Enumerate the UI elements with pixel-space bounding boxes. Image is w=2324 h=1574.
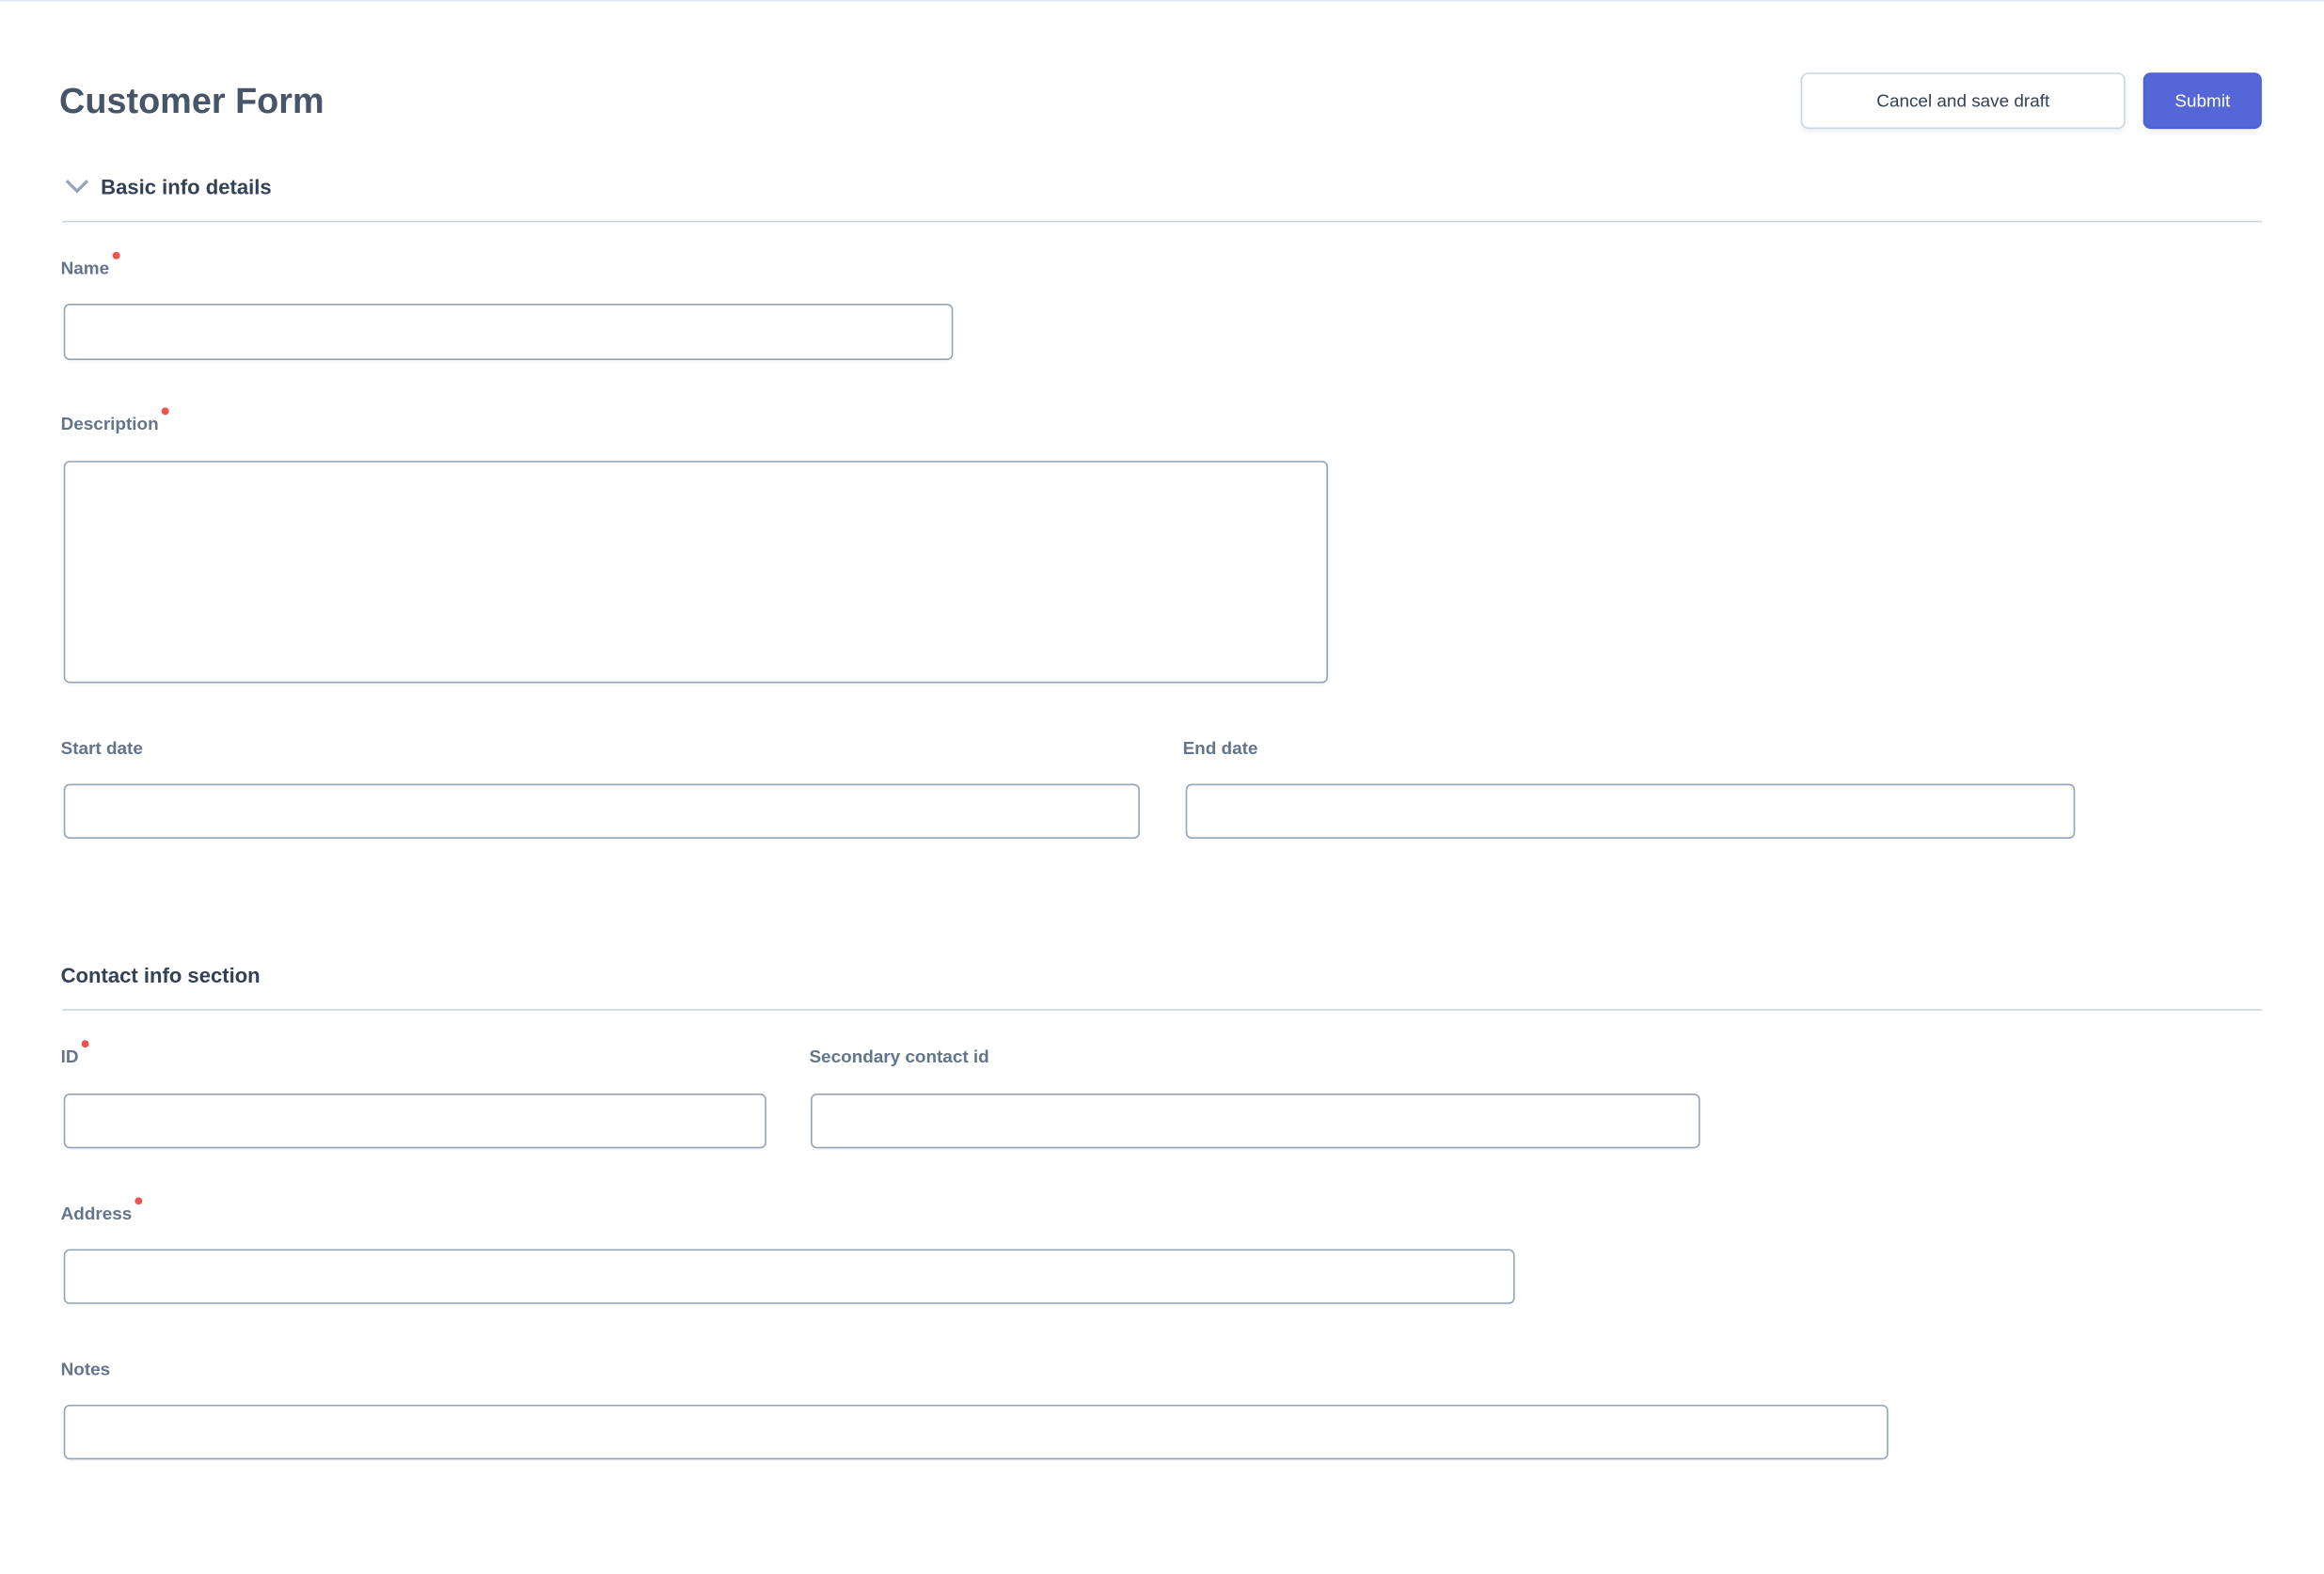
required-indicator	[134, 1197, 143, 1205]
notes-label: Notes	[60, 1359, 111, 1380]
page-title: Customer Form	[59, 81, 324, 122]
notes-input[interactable]	[63, 1404, 1889, 1460]
description-label: Description	[61, 407, 169, 434]
secondary-id-label: Secondary contact id	[809, 1046, 989, 1067]
end-date-input[interactable]	[1185, 783, 2076, 839]
name-label: Name	[61, 251, 120, 278]
section-divider	[62, 1009, 2262, 1011]
start-date-label: Start date	[60, 737, 143, 759]
start-date-input[interactable]	[63, 783, 1140, 839]
section-divider	[62, 220, 2262, 223]
address-label: Address	[61, 1197, 143, 1224]
secondary-id-input[interactable]	[811, 1094, 1700, 1149]
section-title-contact: Contact info section	[60, 963, 261, 987]
required-indicator	[112, 251, 120, 260]
description-textarea[interactable]	[63, 461, 1329, 684]
required-indicator	[161, 407, 169, 416]
chevron-down-icon[interactable]	[64, 178, 90, 196]
end-date-label: End date	[1182, 737, 1258, 759]
id-input[interactable]	[63, 1094, 767, 1149]
address-input[interactable]	[63, 1249, 1515, 1304]
section-title-basic: Basic info details	[101, 174, 272, 199]
id-label: ID	[61, 1040, 89, 1067]
name-input[interactable]	[63, 304, 954, 360]
required-indicator	[81, 1040, 89, 1048]
submit-button[interactable]: Submit	[2142, 72, 2262, 130]
save-draft-button[interactable]: Cancel and save draft	[1800, 72, 2126, 130]
